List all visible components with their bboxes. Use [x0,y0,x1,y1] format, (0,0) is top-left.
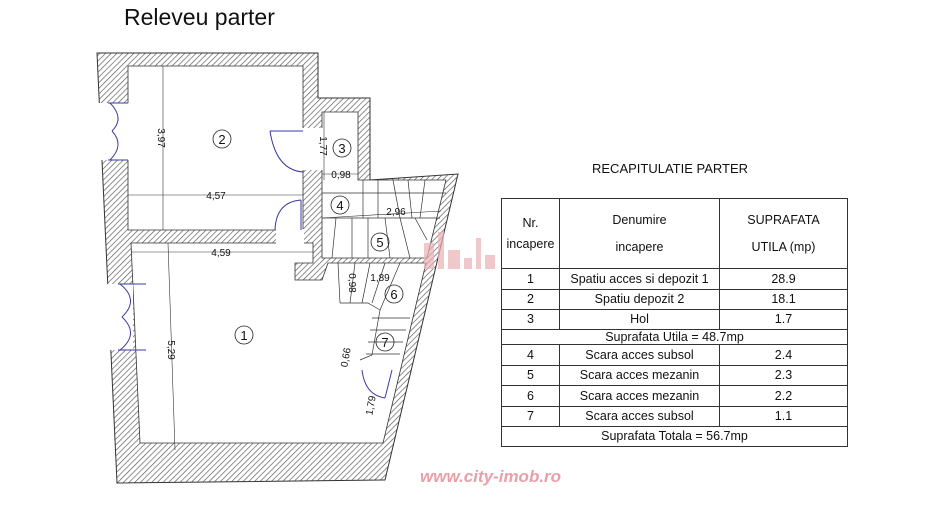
watermark-text: www.city-imob.ro [420,467,561,486]
header-name-2: incapere [615,239,664,254]
hol-stairs-floor [321,111,447,259]
total-row: Suprafata Totala = 56.7mp [501,426,848,447]
dimension-line [167,242,176,451]
svg-text:7: 7 [381,335,388,350]
table-header: Nr. incapere Denumire incapere SUPRAFATA UT… [501,198,848,269]
recap-table: Nr. incapere Denumire incapere SUPRAFATA UT… [501,198,848,447]
dim-stair7-a: 0,66 [339,347,353,369]
svg-text:5: 5 [376,235,383,250]
room-number-3: 3 [332,138,352,158]
header-area-2: UTILA (mp) [751,239,816,254]
dimension-labels: 3,97 4,57 4,59 5,29 1,77 0,98 2,96 0,98 … [155,128,406,416]
header-name: Denumire [612,213,667,227]
dim-room2-height: 3,97 [155,128,166,148]
stairs [322,179,446,361]
room-number-1: 1 [234,325,254,345]
dim-hol-height: 1,77 [317,136,328,156]
header-nr: Nr. [522,216,539,230]
room-number-2: 2 [212,129,232,149]
svg-text:3: 3 [338,141,345,156]
recap-heading: RECAPITULATIE PARTER [592,161,749,176]
door-icon [108,102,393,399]
header-area: SUPRAFATA [747,213,820,227]
room-number-4: 4 [330,195,350,215]
subtotal-row: Suprafata Utila = 48.7mp [501,329,848,345]
room-2-floor [127,65,304,231]
dim-stair-width: 2,96 [386,207,406,218]
svg-text:2: 2 [218,132,225,147]
dim-room2-width: 4,57 [206,191,226,202]
room-1-floor [130,242,427,444]
dimension-line [321,210,442,219]
dim-stair6-b: 1,89 [370,273,390,284]
page-title: Releveu parter [124,4,275,30]
door-opening-left-bottom [100,284,133,350]
dim-room1-height: 5,29 [165,340,176,360]
header-nr-2: incapere [506,236,555,251]
dim-stair6-a: 0,98 [346,273,357,293]
svg-text:4: 4 [336,198,343,213]
room-number-5: 5 [370,232,390,252]
dim-room1-width: 4,59 [211,248,231,259]
svg-text:6: 6 [390,287,397,302]
watermark-logo [424,232,495,269]
dim-hol-width: 0,98 [331,170,351,181]
svg-text:1: 1 [240,328,247,343]
door-opening-room2-hol [302,128,324,170]
room-number-7: 7 [375,332,395,352]
room-number-6: 6 [384,284,404,304]
dim-stair7-b: 1,79 [364,395,378,417]
door-opening-room2-room1 [276,229,304,244]
